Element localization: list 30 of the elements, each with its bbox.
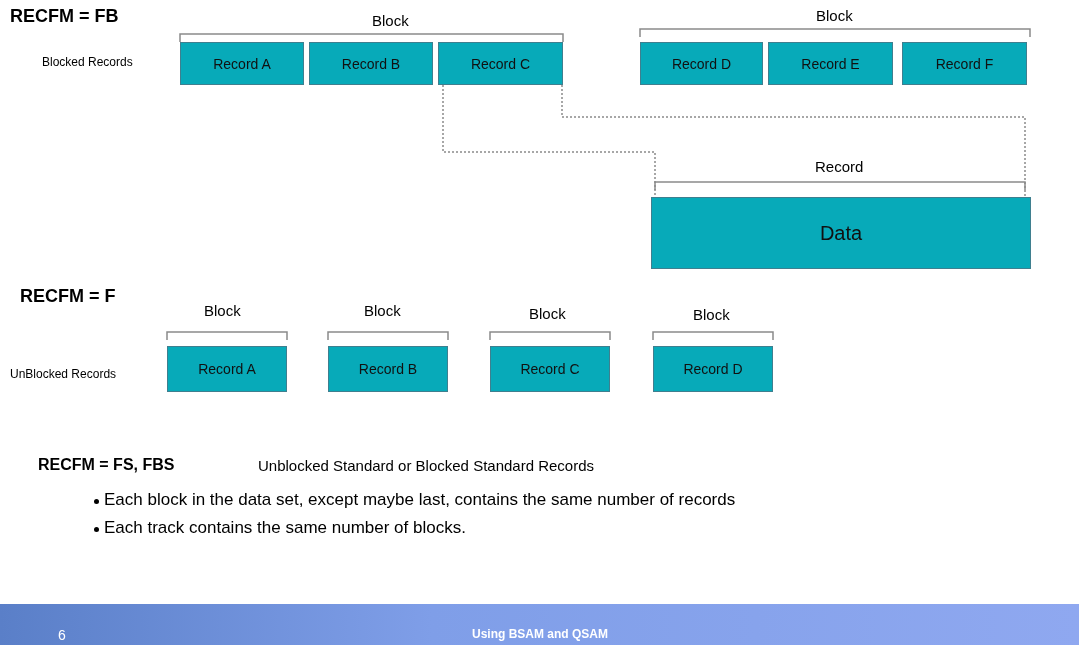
record-box: Data xyxy=(651,197,1031,269)
bracket-label: Block xyxy=(204,302,241,319)
footer-title: Using BSAM and QSAM xyxy=(472,627,608,641)
record-box: Record C xyxy=(490,346,610,392)
record-box: Record C xyxy=(438,42,563,85)
record-box: Record D xyxy=(640,42,763,85)
record-box: Record A xyxy=(180,42,304,85)
record-box: Record E xyxy=(768,42,893,85)
bracket-label: Block xyxy=(529,305,566,322)
bracket-label: Block xyxy=(693,306,730,323)
connector-line xyxy=(442,84,656,198)
record-box: Record B xyxy=(328,346,448,392)
connector-line xyxy=(561,84,1026,198)
subtitle-text: Unblocked Standard or Blocked Standard Records xyxy=(258,457,595,474)
bracket-label: Block xyxy=(372,12,409,29)
record-box: Record B xyxy=(309,42,433,85)
row-label: Blocked Records xyxy=(42,55,133,69)
row-label: UnBlocked Records xyxy=(10,367,117,381)
bracket-label: Record xyxy=(815,158,864,175)
bullet-text: Each track contains the same number of blocks. xyxy=(104,518,466,538)
bracket-label: Block xyxy=(816,7,853,24)
section-heading: RECFM = FS, FBS xyxy=(38,456,175,474)
record-box: Record F xyxy=(902,42,1027,85)
bullet-text: Each block in the data set, except maybe last, contains the same number of records xyxy=(104,490,736,510)
bracket-label: Block xyxy=(364,302,401,319)
section-heading: RECFM = FB xyxy=(10,6,119,27)
section-heading: RECFM = F xyxy=(20,286,116,307)
record-box: Record A xyxy=(167,346,287,392)
record-box: Record D xyxy=(653,346,773,392)
page-number: 6 xyxy=(58,627,66,643)
